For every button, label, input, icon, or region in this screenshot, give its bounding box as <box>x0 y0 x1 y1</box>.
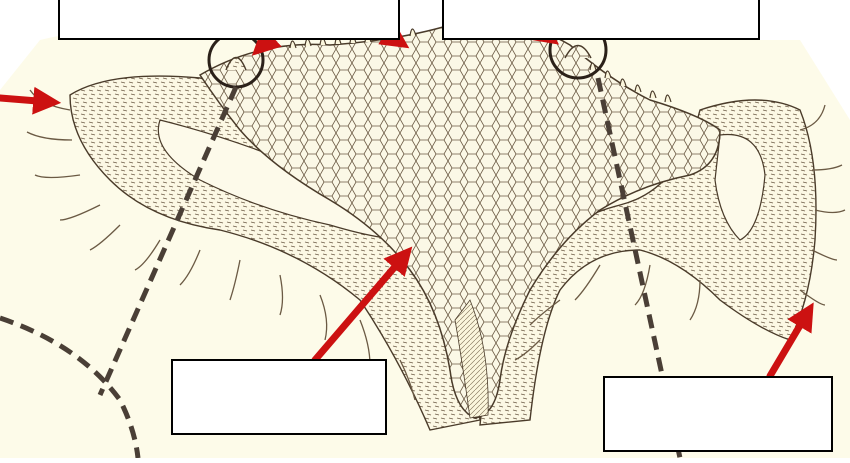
label-box-top-left[interactable] <box>58 0 400 40</box>
label-box-top-right[interactable] <box>442 0 760 40</box>
label-box-bottom-center[interactable] <box>171 359 387 435</box>
label-box-bottom-right[interactable] <box>603 376 833 452</box>
arrow-to-left-margin <box>0 98 50 102</box>
